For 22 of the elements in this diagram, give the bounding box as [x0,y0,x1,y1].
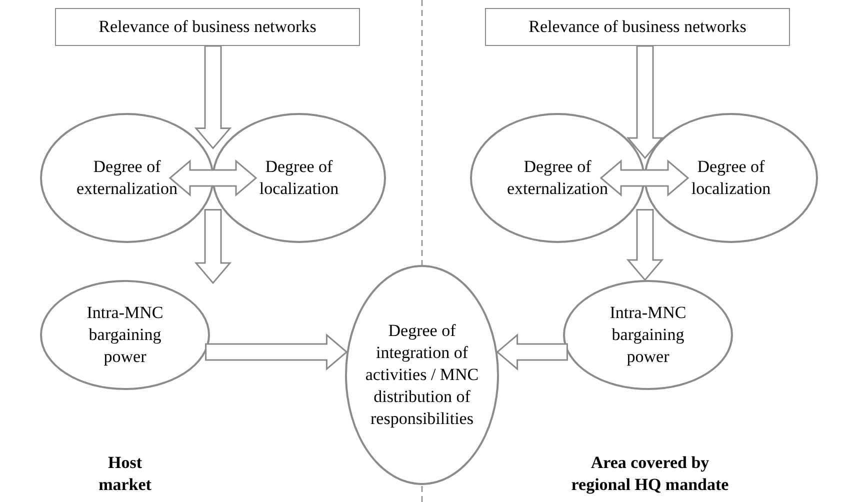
node-text: Degree of integration of activities / MNC distribution of responsibilities [364,320,480,430]
region-label: Host market [98,452,152,496]
node-text: Relevance of business networks [98,16,316,38]
block-arrow [194,209,232,284]
ellipse-node [345,265,499,485]
block-arrow [626,45,664,160]
process-box [485,8,790,46]
node-text: Degree of externalization [507,156,608,200]
node-text: Degree of externalization [76,156,178,200]
block-arrow [496,333,568,371]
block-arrow [194,45,232,150]
node-text: Degree of localization [691,156,771,200]
node-text: Relevance of business networks [528,16,746,38]
region-label: Area covered by regional HQ mandate [570,452,730,496]
block-arrow [626,209,664,282]
process-box [55,8,360,46]
block-arrow [168,159,258,197]
node-text: Intra-MNC bargaining power [608,302,688,368]
node-text: Intra-MNC bargaining power [86,302,164,368]
block-arrow [600,159,690,197]
node-text: Degree of localization [259,156,339,200]
block-arrow [205,333,348,371]
